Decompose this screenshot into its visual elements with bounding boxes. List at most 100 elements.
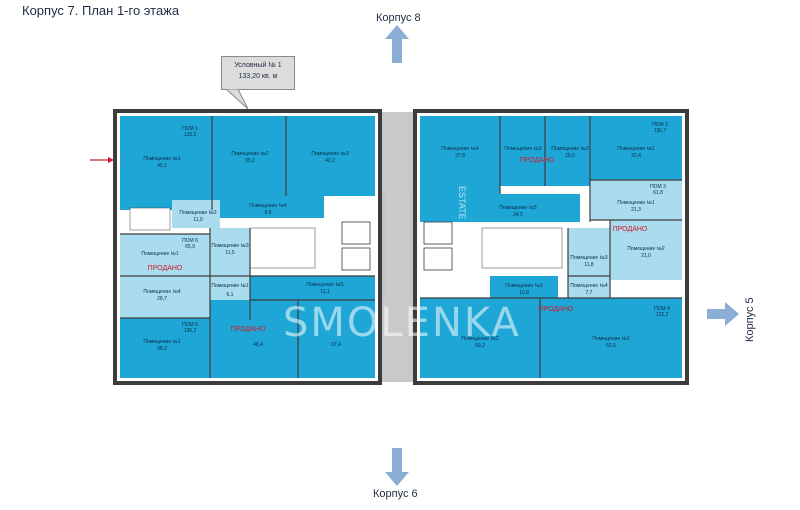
selected-unit-callout: Условный № 1 133,20 кв. м	[221, 56, 295, 90]
elevators	[341, 221, 453, 271]
sold-badge-right-2: ПРОДАНО	[613, 226, 648, 233]
room-r12-area: 62,6	[606, 343, 616, 349]
room-r4[interactable]	[590, 116, 682, 180]
room-r6[interactable]	[590, 180, 682, 220]
room-l6-name: Помещение №1	[141, 251, 179, 257]
room-r7-area: 21,0	[641, 253, 651, 259]
direction-south-label: Корпус 6	[373, 488, 418, 500]
room-r10-name: Помещение №3	[505, 283, 543, 289]
sold-badge-left-2: ПРОДАНО	[231, 326, 266, 333]
room-r9[interactable]	[568, 276, 610, 298]
tag-pom3-area: 61,8	[653, 190, 663, 196]
room-r11-area: 59,2	[475, 343, 485, 349]
room-r4-area: 32,4	[631, 153, 641, 159]
room-l9-area: 6,1	[227, 292, 234, 298]
room-r1[interactable]	[420, 116, 500, 194]
room-r12[interactable]	[540, 298, 682, 378]
room-r3-area: 25,0	[565, 153, 575, 159]
tag-pom6-area: 65,9	[185, 244, 195, 250]
entrance-arrow-icon	[90, 157, 114, 163]
room-r3-name: Помещение №2	[551, 146, 589, 152]
room-r7-name: Помещение №2	[627, 246, 665, 252]
callout-title: Условный № 1	[234, 62, 282, 69]
room-l1[interactable]	[120, 116, 212, 210]
room-l2-name: Помещение №2	[231, 151, 269, 157]
room-l12[interactable]	[210, 300, 298, 378]
left-stair-2	[249, 227, 316, 269]
room-l2[interactable]	[212, 116, 286, 196]
sold-badge-right-3: ПРОДАНО	[539, 306, 574, 313]
room-l13[interactable]	[298, 300, 375, 378]
room-r9-name: Помещение №4	[570, 283, 608, 289]
room-l3[interactable]	[286, 116, 375, 196]
room-r3[interactable]	[545, 116, 590, 186]
room-r11-name: Помещение №2	[461, 336, 499, 342]
arrow-right-icon	[707, 302, 739, 326]
room-r8-area: 11,8	[584, 262, 594, 268]
tag-pom1: ПОМ 1	[182, 126, 198, 132]
room-l7-area: 11,5	[225, 250, 235, 256]
page-title: Корпус 7. План 1-го этажа	[22, 3, 180, 18]
room-l10-name: Помещение №5	[306, 282, 344, 288]
tag-pom1-area: 133,2	[184, 132, 197, 138]
sold-badge-right-1: ПРОДАНО	[520, 157, 555, 164]
room-l3-area: 42,2	[325, 158, 335, 164]
tag-pom2-area: 136,7	[654, 128, 667, 134]
room-r1-area: 37,8	[455, 153, 465, 159]
room-l7[interactable]	[210, 228, 250, 276]
left-stair	[129, 207, 171, 231]
room-r6-name: Помещение №1	[617, 200, 655, 206]
room-r8[interactable]	[568, 228, 610, 276]
room-r12-name: Помещение №1	[592, 336, 630, 342]
tag-pom4: ПОМ 4	[654, 306, 670, 312]
room-l1-area: 45,1	[157, 163, 167, 169]
room-r10-area: 10,8	[519, 290, 529, 296]
room-r6-area: 21,3	[631, 207, 641, 213]
tag-pom6: ПОМ 6	[182, 238, 198, 244]
room-r5[interactable]	[420, 194, 580, 222]
room-l5-name: Помещение №2	[179, 210, 217, 216]
room-l10-area: 11,1	[320, 289, 330, 295]
left-partitions	[120, 116, 375, 378]
watermark-small: ESTATE	[457, 186, 467, 220]
room-r5-area: 24,5	[513, 212, 523, 218]
room-l7-name: Помещение №3	[211, 243, 249, 249]
watermark: SMOLENKA	[283, 300, 521, 346]
room-l8-name: Помещение №4	[143, 289, 181, 295]
callout-pointer	[225, 89, 249, 110]
room-r8-name: Помещение №3	[570, 255, 608, 261]
room-r2[interactable]	[500, 116, 545, 186]
room-l5-area: 11,0	[193, 217, 203, 223]
room-l4[interactable]	[212, 196, 324, 218]
tag-pom3: ПОМ 3	[650, 184, 666, 190]
callout-area: 133,20 кв. м	[238, 73, 278, 80]
room-r11[interactable]	[420, 298, 540, 378]
room-r9-area: 7,7	[586, 290, 593, 296]
room-l2-area: 35,2	[245, 158, 255, 164]
room-l3-name: Помещение №3	[311, 151, 349, 157]
right-partitions	[420, 116, 682, 378]
room-l6[interactable]	[120, 234, 210, 276]
room-r2-name: Помещение №3	[504, 146, 542, 152]
right-stair	[481, 227, 563, 269]
arrow-down-icon	[385, 448, 409, 486]
room-l8-area: 28,7	[157, 296, 167, 302]
room-l11-name: Помещение №1	[143, 339, 181, 345]
room-l4-name: Помещение №4	[249, 203, 287, 209]
room-l12-area: 48,4	[253, 342, 263, 348]
room-l10[interactable]	[250, 276, 375, 300]
tag-pom5: ПОМ 5	[182, 322, 198, 328]
room-l13-area: 37,4	[331, 342, 341, 348]
room-l11[interactable]	[120, 318, 210, 378]
room-l4-area: 8,8	[265, 210, 272, 216]
tag-pom5-area: 136,2	[184, 328, 197, 334]
direction-north-label: Корпус 8	[376, 12, 421, 24]
room-r4-name: Помещение №1	[617, 146, 655, 152]
room-l8[interactable]	[120, 276, 210, 318]
room-l1-name: Помещение №1	[143, 156, 181, 162]
room-r7[interactable]	[610, 220, 682, 280]
room-r10[interactable]	[490, 276, 558, 298]
room-r5-name: Помещение №5	[499, 205, 537, 211]
room-r1-name: Помещение №4	[441, 146, 479, 152]
